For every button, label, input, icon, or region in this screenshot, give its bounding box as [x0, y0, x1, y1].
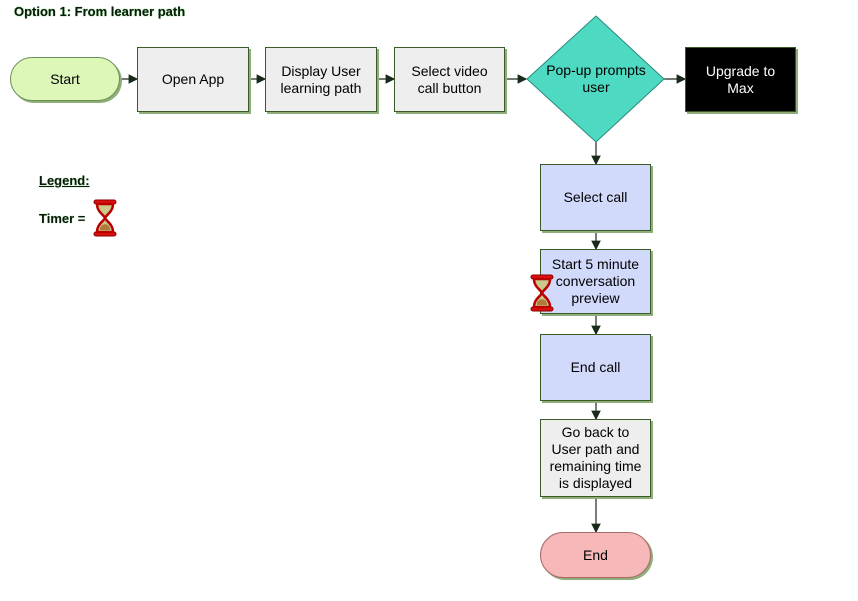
- select-video-label: Select video call button: [411, 62, 488, 96]
- go-back-label: Go back to User path and remaining time …: [549, 424, 642, 491]
- start-preview-label: Start 5 minute conversation preview: [551, 256, 640, 306]
- open-app-label: Open App: [161, 71, 225, 87]
- end-call-step: End call: [540, 334, 651, 401]
- end-call-label: End call: [570, 359, 621, 375]
- display-path-label: Display User learning path: [280, 62, 362, 96]
- popup-decision-label: Pop-up prompts user: [546, 62, 646, 95]
- legend-timer-label: Timer =: [39, 211, 86, 226]
- start-preview-step: Start 5 minute conversation preview: [540, 249, 651, 314]
- end-terminal: End: [540, 532, 651, 578]
- select-call-label: Select call: [563, 189, 628, 205]
- popup-decision-label-box: Pop-up prompts user: [535, 60, 657, 98]
- hourglass-icon: [93, 199, 117, 237]
- display-path-step: Display User learning path: [265, 47, 377, 112]
- go-back-step: Go back to User path and remaining time …: [540, 419, 651, 497]
- hourglass-icon: [530, 274, 554, 312]
- legend-heading: Legend:: [39, 173, 90, 188]
- diagram-title: Option 1: From learner path: [14, 4, 186, 19]
- upgrade-label: Upgrade to Max: [705, 62, 776, 96]
- upgrade-step: Upgrade to Max: [685, 47, 796, 112]
- start-terminal: Start: [10, 57, 120, 101]
- end-label: End: [583, 546, 608, 563]
- select-call-step: Select call: [540, 164, 651, 231]
- open-app-step: Open App: [137, 47, 249, 112]
- start-label: Start: [50, 70, 80, 87]
- select-video-step: Select video call button: [394, 47, 505, 112]
- decision-diamond: [526, 15, 665, 143]
